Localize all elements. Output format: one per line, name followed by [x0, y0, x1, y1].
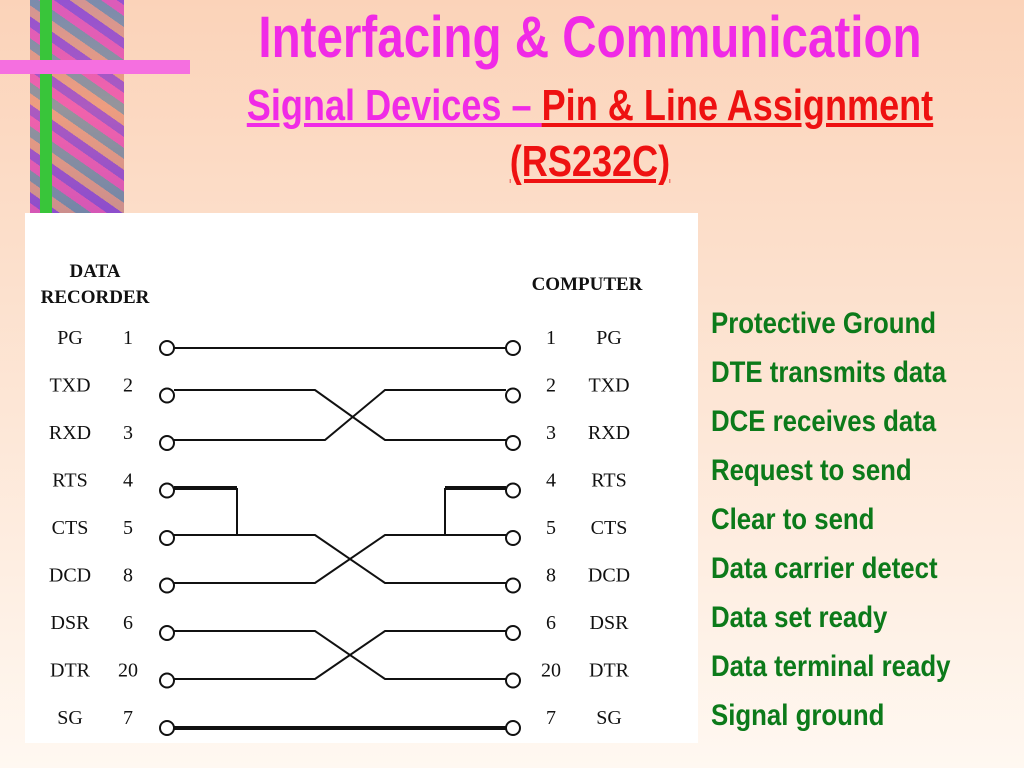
- left-pin-number: 1: [123, 327, 133, 349]
- right-connector-node: [505, 672, 521, 689]
- right-pin-number: 8: [546, 565, 556, 587]
- subtitle-rs232c: (RS232C): [509, 137, 671, 186]
- right-pin-number: 1: [546, 327, 556, 349]
- left-pin-number: 20: [118, 660, 138, 682]
- left-connector-node: [159, 530, 175, 546]
- left-pin-number: 8: [123, 565, 133, 587]
- left-signal-name: PG: [57, 327, 83, 349]
- decorative-pink-bar: [0, 60, 190, 74]
- desc-data-set-ready: Data set ready: [711, 601, 888, 634]
- left-connector-node: [159, 435, 175, 451]
- left-connector-node: [159, 387, 175, 404]
- right-pin-number: 2: [546, 375, 556, 397]
- desc-protective-ground: Protective Ground: [711, 307, 937, 340]
- desc-data-carrier-detect: Data carrier detect: [711, 552, 938, 585]
- desc-clear-to-send: Clear to send: [711, 503, 875, 536]
- subtitle-signal-devices: Signal Devices –: [246, 81, 542, 130]
- right-connector-node: [505, 577, 521, 594]
- slide-title: Interfacing & Communication: [258, 5, 922, 70]
- left-connector-node: [159, 577, 175, 594]
- wire-cts-dcd-cross-b: [174, 534, 445, 584]
- left-pin-number: 4: [123, 470, 133, 492]
- right-connector-node: [505, 340, 521, 356]
- left-pin-number: 7: [123, 707, 133, 729]
- left-signal-name: DSR: [51, 612, 91, 634]
- decorative-green-bar: [40, 0, 52, 214]
- right-connector-node: [505, 720, 521, 736]
- desc-data-terminal-ready: Data terminal ready: [711, 650, 951, 683]
- left-signal-name: RTS: [52, 470, 87, 492]
- right-signal-name: PG: [596, 327, 622, 349]
- left-connector-node: [159, 625, 175, 641]
- desc-dce-receives: DCE receives data: [711, 405, 937, 438]
- right-pin-number: 6: [546, 612, 556, 634]
- wire-rts-cts-left-link: [174, 488, 238, 536]
- wire-connections: [174, 347, 506, 730]
- left-pin-number: 6: [123, 612, 133, 634]
- left-connector-node: [159, 482, 175, 499]
- right-pin-number: 4: [546, 470, 556, 492]
- desc-request-to-send: Request to send: [711, 454, 912, 487]
- left-signal-name: CTS: [52, 517, 89, 539]
- right-signal-name: DCD: [588, 565, 630, 587]
- right-pin-number: 3: [546, 422, 556, 444]
- right-signal-name: CTS: [591, 517, 628, 539]
- wire-cts-dcd-cross-a: [237, 534, 506, 584]
- left-signal-name: DTR: [50, 660, 91, 682]
- subtitle-pin-line-assignment: Pin & Line Assignment: [541, 81, 934, 130]
- left-pin-number: 3: [123, 422, 133, 444]
- left-pin-number: 2: [123, 375, 133, 397]
- left-connector-node: [159, 720, 175, 736]
- left-pin-number: 5: [123, 517, 133, 539]
- right-signal-name: DSR: [590, 612, 630, 634]
- left-header-line2: RECORDER: [41, 287, 150, 308]
- left-signal-name: TXD: [49, 375, 90, 397]
- right-connector-node: [505, 387, 521, 404]
- wire-dsr-dtr-cross-a: [174, 630, 506, 680]
- right-header: COMPUTER: [532, 274, 643, 295]
- right-signal-name: DTR: [589, 660, 630, 682]
- right-connector-node: [505, 482, 521, 499]
- right-signal-name: TXD: [588, 375, 629, 397]
- right-connector-node: [505, 625, 521, 641]
- wire-txd-left: [174, 389, 506, 441]
- wiring-diagram-panel: DATA RECORDER COMPUTER PG 1 1 PG TXD 2 2 TXD RXD…: [25, 213, 698, 743]
- right-pin-number: 7: [546, 707, 556, 729]
- right-connector-node: [505, 530, 521, 546]
- left-signal-name: DCD: [49, 565, 91, 587]
- slide-subtitle: Signal Devices – Pin & Line Assignment (…: [229, 78, 951, 190]
- desc-signal-ground: Signal ground: [711, 699, 885, 732]
- desc-dte-transmits: DTE transmits data: [711, 356, 947, 389]
- left-header-line1: DATA: [69, 261, 120, 282]
- left-connector-node: [159, 672, 175, 689]
- right-pin-number: 20: [541, 660, 561, 682]
- right-signal-name: RTS: [591, 470, 626, 492]
- wire-rts-cts-right-link: [444, 488, 506, 536]
- wiring-diagram: DATA RECORDER COMPUTER PG 1 1 PG TXD 2 2 TXD RXD…: [41, 261, 643, 736]
- wire-dsr-dtr-cross-b: [174, 630, 506, 680]
- right-signal-name: RXD: [588, 422, 630, 444]
- right-signal-name: SG: [596, 707, 622, 729]
- signal-descriptions: Protective Ground DTE transmits data DCE…: [711, 304, 989, 745]
- left-signal-name: SG: [57, 707, 83, 729]
- right-pin-number: 5: [546, 517, 556, 539]
- left-connector-node: [159, 340, 175, 356]
- left-signal-name: RXD: [49, 422, 91, 444]
- right-connector-node: [505, 435, 521, 451]
- wire-rxd-left: [174, 389, 506, 441]
